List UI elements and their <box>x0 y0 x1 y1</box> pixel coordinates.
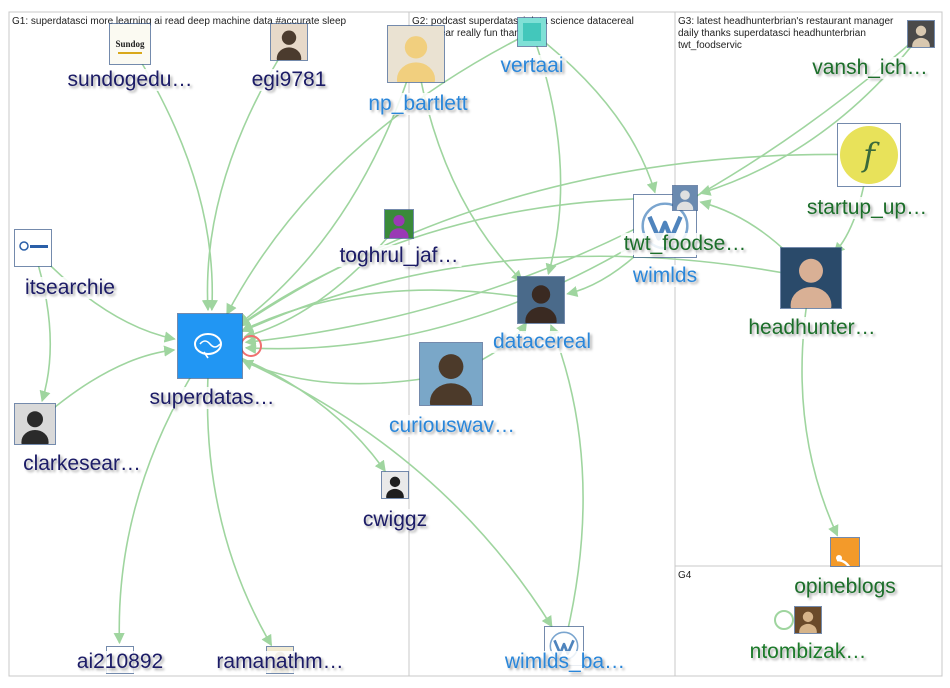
rss-icon <box>831 538 859 574</box>
sundog-logo-icon: Sundog <box>110 24 150 64</box>
node-ntombizak[interactable]: ntombizak… <box>747 607 870 664</box>
node-wimlds_ba[interactable]: wimlds_ba… <box>501 627 628 674</box>
node-label: vansh_ich… <box>812 56 928 79</box>
nodes-layer: superdatas… Sundog sundogedu… egi9781 itsear… <box>15 18 935 680</box>
node-label: wimlds <box>632 264 697 287</box>
node-label: itsearchie <box>25 276 115 299</box>
group-title-g3-line: G3: latest headhunterbrian's restaurant … <box>678 16 894 27</box>
user-photo-icon <box>382 472 408 505</box>
user-photo-icon <box>420 343 482 421</box>
node-label: ai210892 <box>77 650 163 673</box>
node-toghrul[interactable]: toghrul_jaf… <box>336 210 461 268</box>
node-curiouswav[interactable]: curiouswav… <box>386 343 518 438</box>
brain-icon <box>178 314 242 378</box>
node-label: opineblogs <box>794 575 896 598</box>
node-ai210892[interactable]: ai210892 <box>74 647 166 680</box>
node-label: toghrul_jaf… <box>339 244 458 267</box>
it-search-logo-icon <box>15 230 51 266</box>
node-startup_up[interactable]: f startup_up… <box>804 124 930 220</box>
node-ramanathm[interactable]: ramanathm… <box>213 647 346 680</box>
node-label: datacereal <box>493 330 591 353</box>
edge-wimlds_ba-to-datacereal <box>551 325 583 646</box>
node-label: superdatas… <box>150 386 275 409</box>
node-label: headhunter… <box>748 316 875 339</box>
node-cwiggz[interactable]: cwiggz <box>360 472 430 532</box>
node-egi9781[interactable]: egi9781 <box>249 24 330 92</box>
node-label: clarkesear… <box>23 452 141 475</box>
node-datacereal[interactable]: datacereal <box>490 277 594 354</box>
user-photo-icon <box>15 404 55 454</box>
node-label: egi9781 <box>252 68 327 91</box>
user-photo-icon <box>795 607 821 640</box>
node-label: ntombizak… <box>750 640 867 663</box>
svg-text:Sundog: Sundog <box>115 39 145 49</box>
self-loop-edge <box>775 611 793 629</box>
edge-itsearchie-to-clarkesear <box>33 248 50 401</box>
node-opineblogs[interactable]: opineblogs <box>791 538 899 599</box>
node-label: ramanathm… <box>216 650 343 673</box>
node-label: cwiggz <box>363 508 427 531</box>
startup-logo-icon: f <box>838 124 900 186</box>
node-label: vertaai <box>500 54 563 77</box>
node-headhunter[interactable]: headhunter… <box>745 248 878 340</box>
node-label: np_bartlett <box>368 92 467 115</box>
user-photo-icon <box>908 21 934 54</box>
group-title-g3-line: daily thanks superdatasci headhunterbria… <box>678 28 866 39</box>
node-label: sundogedu… <box>68 68 193 91</box>
node-label: twt_foodse… <box>624 232 747 255</box>
node-superdatasci[interactable]: superdatas… <box>147 314 278 410</box>
node-clarkesear[interactable]: clarkesear… <box>15 404 144 476</box>
group-title-g3: G3: latest headhunterbrian's restaurant … <box>678 16 896 51</box>
vertaai-logo-icon <box>518 18 546 46</box>
group-title-g3-line: twt_foodservic <box>678 40 742 51</box>
user-photo-icon <box>388 26 444 96</box>
user-photo-icon <box>781 248 841 323</box>
node-label: curiouswav… <box>389 414 515 437</box>
node-label: startup_up… <box>807 196 927 219</box>
node-sundogedu[interactable]: Sundog sundogedu… <box>65 24 196 92</box>
node-label: wimlds_ba… <box>504 650 625 673</box>
self-loop-indicator <box>241 336 261 356</box>
node-itsearchie[interactable]: itsearchie <box>15 230 118 300</box>
group-title-g4: G4 <box>678 570 692 581</box>
